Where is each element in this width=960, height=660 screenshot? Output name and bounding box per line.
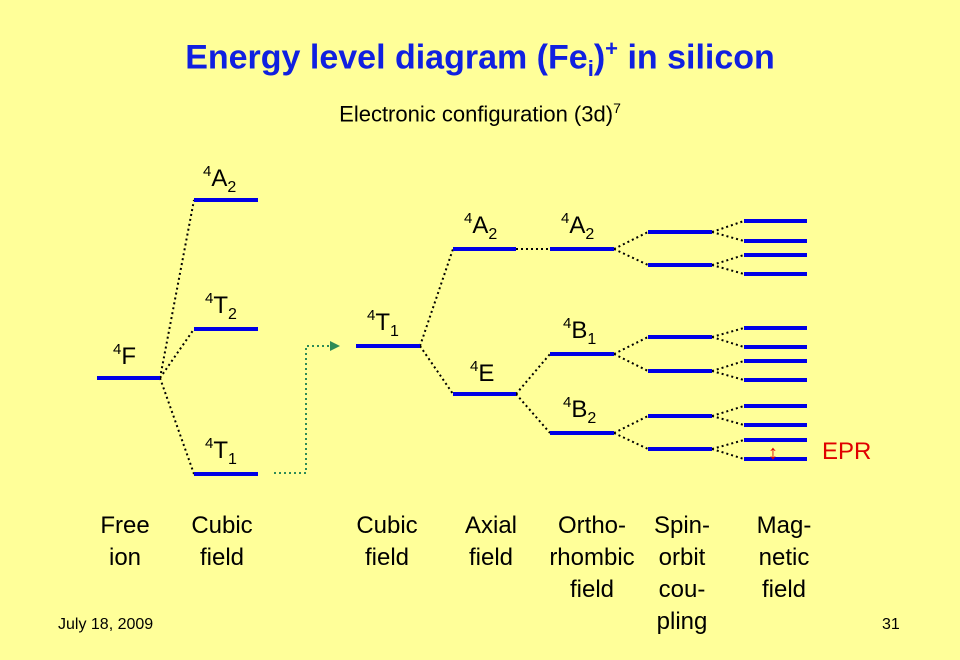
epr-label: EPR xyxy=(822,438,871,465)
label-ortho-a2: 4A2 xyxy=(561,210,594,243)
transition-arrow-head xyxy=(330,341,340,351)
subtitle-superscript: 7 xyxy=(613,100,621,116)
connectors xyxy=(159,199,745,475)
connector-mag-1b xyxy=(711,231,745,242)
subtitle: Electronic configuration (3d)7 xyxy=(0,100,960,127)
title-subscript: i xyxy=(587,56,594,82)
connector-mag-2b xyxy=(711,264,745,275)
levels xyxy=(97,198,807,476)
connector-mag-4b xyxy=(711,370,745,381)
connector-f-t1 xyxy=(159,377,195,475)
connector-mag-2a xyxy=(711,254,745,266)
footer-page-number: 31 xyxy=(882,616,900,633)
connector-f-a2 xyxy=(159,199,195,379)
label-free-ion: 4F xyxy=(113,341,136,370)
connector-mag-5b xyxy=(711,415,745,426)
connector-mag-3b xyxy=(711,336,745,348)
connector-mag-6a xyxy=(711,439,745,450)
connector-so-1a xyxy=(613,231,649,250)
connector-mag-5a xyxy=(711,405,745,417)
connector-mag-3a xyxy=(711,327,745,338)
slide-title: Energy level diagram (Fei)+ in silicon xyxy=(0,36,960,82)
connector-mag-4a xyxy=(711,360,745,372)
label-ortho-b2: 4B2 xyxy=(563,394,596,427)
connector-e-b1 xyxy=(515,353,551,395)
connector-so-2a xyxy=(613,336,649,355)
subtitle-text: Electronic configuration (3d) xyxy=(339,101,614,127)
title-main: Energy level diagram (Fe xyxy=(185,38,588,77)
label-cubic2-t1: 4T1 xyxy=(367,307,399,340)
connector-mag-6b xyxy=(711,448,745,460)
label-cubic-t1: 4T1 xyxy=(205,435,237,468)
epr-arrow: ↕ xyxy=(768,442,778,464)
connector-so-4b xyxy=(613,432,649,450)
title-tail: in silicon xyxy=(618,38,775,77)
title-close: ) xyxy=(593,38,606,77)
label-axial-e: 4E xyxy=(470,358,494,387)
label-axial-a2: 4A2 xyxy=(464,210,497,243)
connector-t1-e xyxy=(419,345,454,395)
transition-arrow xyxy=(274,345,332,474)
connector-e-b2 xyxy=(515,393,551,434)
label-cubic-t2: 4T2 xyxy=(205,290,237,323)
label-ortho-b1: 4B1 xyxy=(563,315,596,348)
transition-arrow-line xyxy=(274,345,332,474)
label-cubic-a2: 4A2 xyxy=(203,163,236,196)
footer-date: July 18, 2009 xyxy=(58,616,154,633)
connector-so-1b xyxy=(613,248,649,266)
connector-t1-a2 xyxy=(419,248,454,347)
title-superscript: + xyxy=(605,36,618,61)
connector-mag-1a xyxy=(711,220,745,233)
connector-so-3b xyxy=(613,353,649,372)
connector-so-4a xyxy=(613,415,649,434)
